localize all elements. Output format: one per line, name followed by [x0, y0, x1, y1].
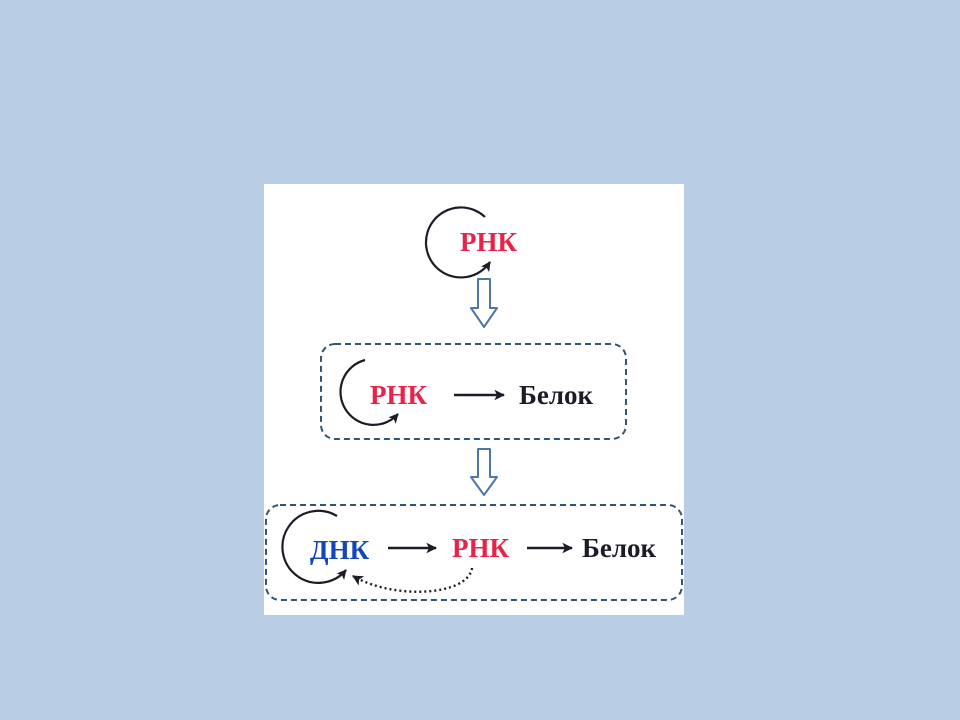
stage-2-rna-cycle-icon — [339, 358, 399, 426]
stage-2-rna-protein: РНК Белок — [320, 343, 627, 440]
stage-3-reverse-transcription-arrow-icon — [352, 567, 474, 593]
stage-3-dna-label: ДНК — [310, 535, 370, 565]
stage-3-dna-rna-protein: ДНК РНК Белок — [265, 504, 683, 601]
evolution-diagram: РНК РНК Белок ДНК РНК Белок — [265, 206, 683, 601]
stage-2-rna-label: РНК — [370, 380, 427, 410]
stage-2-protein-label: Белок — [519, 380, 593, 410]
diagram-panel: РНК РНК Белок ДНК РНК Белок — [264, 184, 684, 615]
stage-3-protein-label: Белок — [582, 533, 656, 563]
rna-self-replication-cycle-icon — [424, 206, 491, 279]
stage-1-rna-world: РНК — [424, 206, 517, 279]
stage-3-rna-label: РНК — [452, 533, 509, 563]
stage-2-frame — [320, 343, 627, 440]
stage-3-dna-replication-cycle-icon — [281, 509, 347, 584]
transition-arrow-1-icon — [470, 278, 498, 328]
transition-arrow-2-icon — [470, 448, 498, 496]
stage-3-frame — [265, 504, 683, 601]
stage-1-rna-label: РНК — [460, 227, 517, 257]
